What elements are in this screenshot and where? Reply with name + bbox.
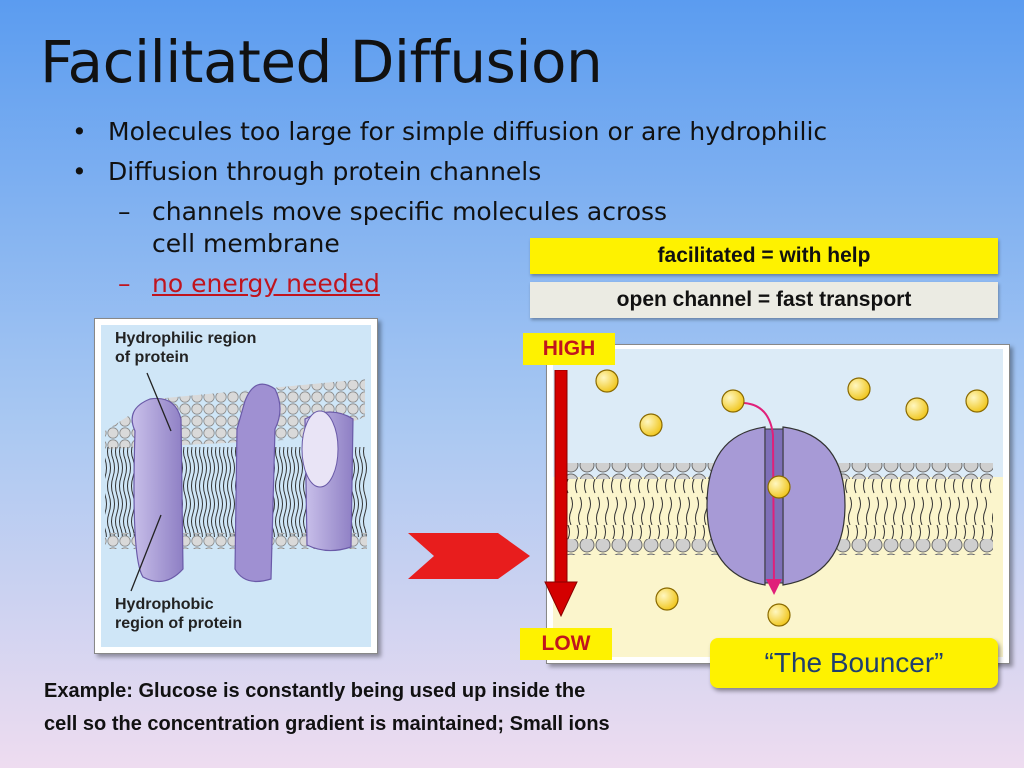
dash-marker: – — [118, 269, 131, 298]
bullet-large-molecules: Molecules too large for simple diffusion… — [72, 116, 952, 148]
hydrophilic-label: Hydrophilic region of protein — [115, 330, 257, 366]
membrane-protein-illustration — [101, 325, 371, 647]
bullet-protein-channels: Diffusion through protein channels — [72, 156, 952, 188]
example-line-1: Example: Glucose is constantly being use… — [44, 680, 586, 702]
example-line-2: cell so the concentration gradient is ma… — [44, 713, 610, 735]
sub-bullet-channels: – channels move specific molecules acros… — [72, 196, 952, 260]
example-text: Example: Glucose is constantly being use… — [44, 675, 764, 741]
open-channel-figure — [546, 344, 1010, 664]
channels-line-2: cell membrane — [152, 229, 340, 258]
sub-bullet-no-energy: – no energy needed — [72, 268, 952, 300]
bouncer-callout: “The Bouncer” — [710, 638, 998, 688]
open-channel-illustration — [553, 349, 1003, 657]
channels-line-1: channels move specific molecules across — [152, 197, 668, 226]
chevron-right-arrow-icon — [408, 533, 530, 579]
hydrophobic-label: Hydrophobic region of protein — [115, 596, 243, 632]
slide-title: Facilitated Diffusion — [40, 28, 603, 96]
facilitated-label-box: facilitated = with help — [530, 238, 998, 274]
open-channel-label-box: open channel = fast transport — [530, 282, 998, 318]
no-energy-link[interactable]: no energy needed — [152, 269, 380, 298]
high-label: HIGH — [523, 333, 615, 365]
bullet-list: Molecules too large for simple diffusion… — [72, 116, 952, 308]
dash-marker: – — [118, 197, 131, 226]
membrane-protein-figure: Hydrophilic region of protein Hydrophobi… — [94, 318, 378, 654]
down-arrow-icon — [544, 370, 578, 618]
low-label: LOW — [520, 628, 612, 660]
